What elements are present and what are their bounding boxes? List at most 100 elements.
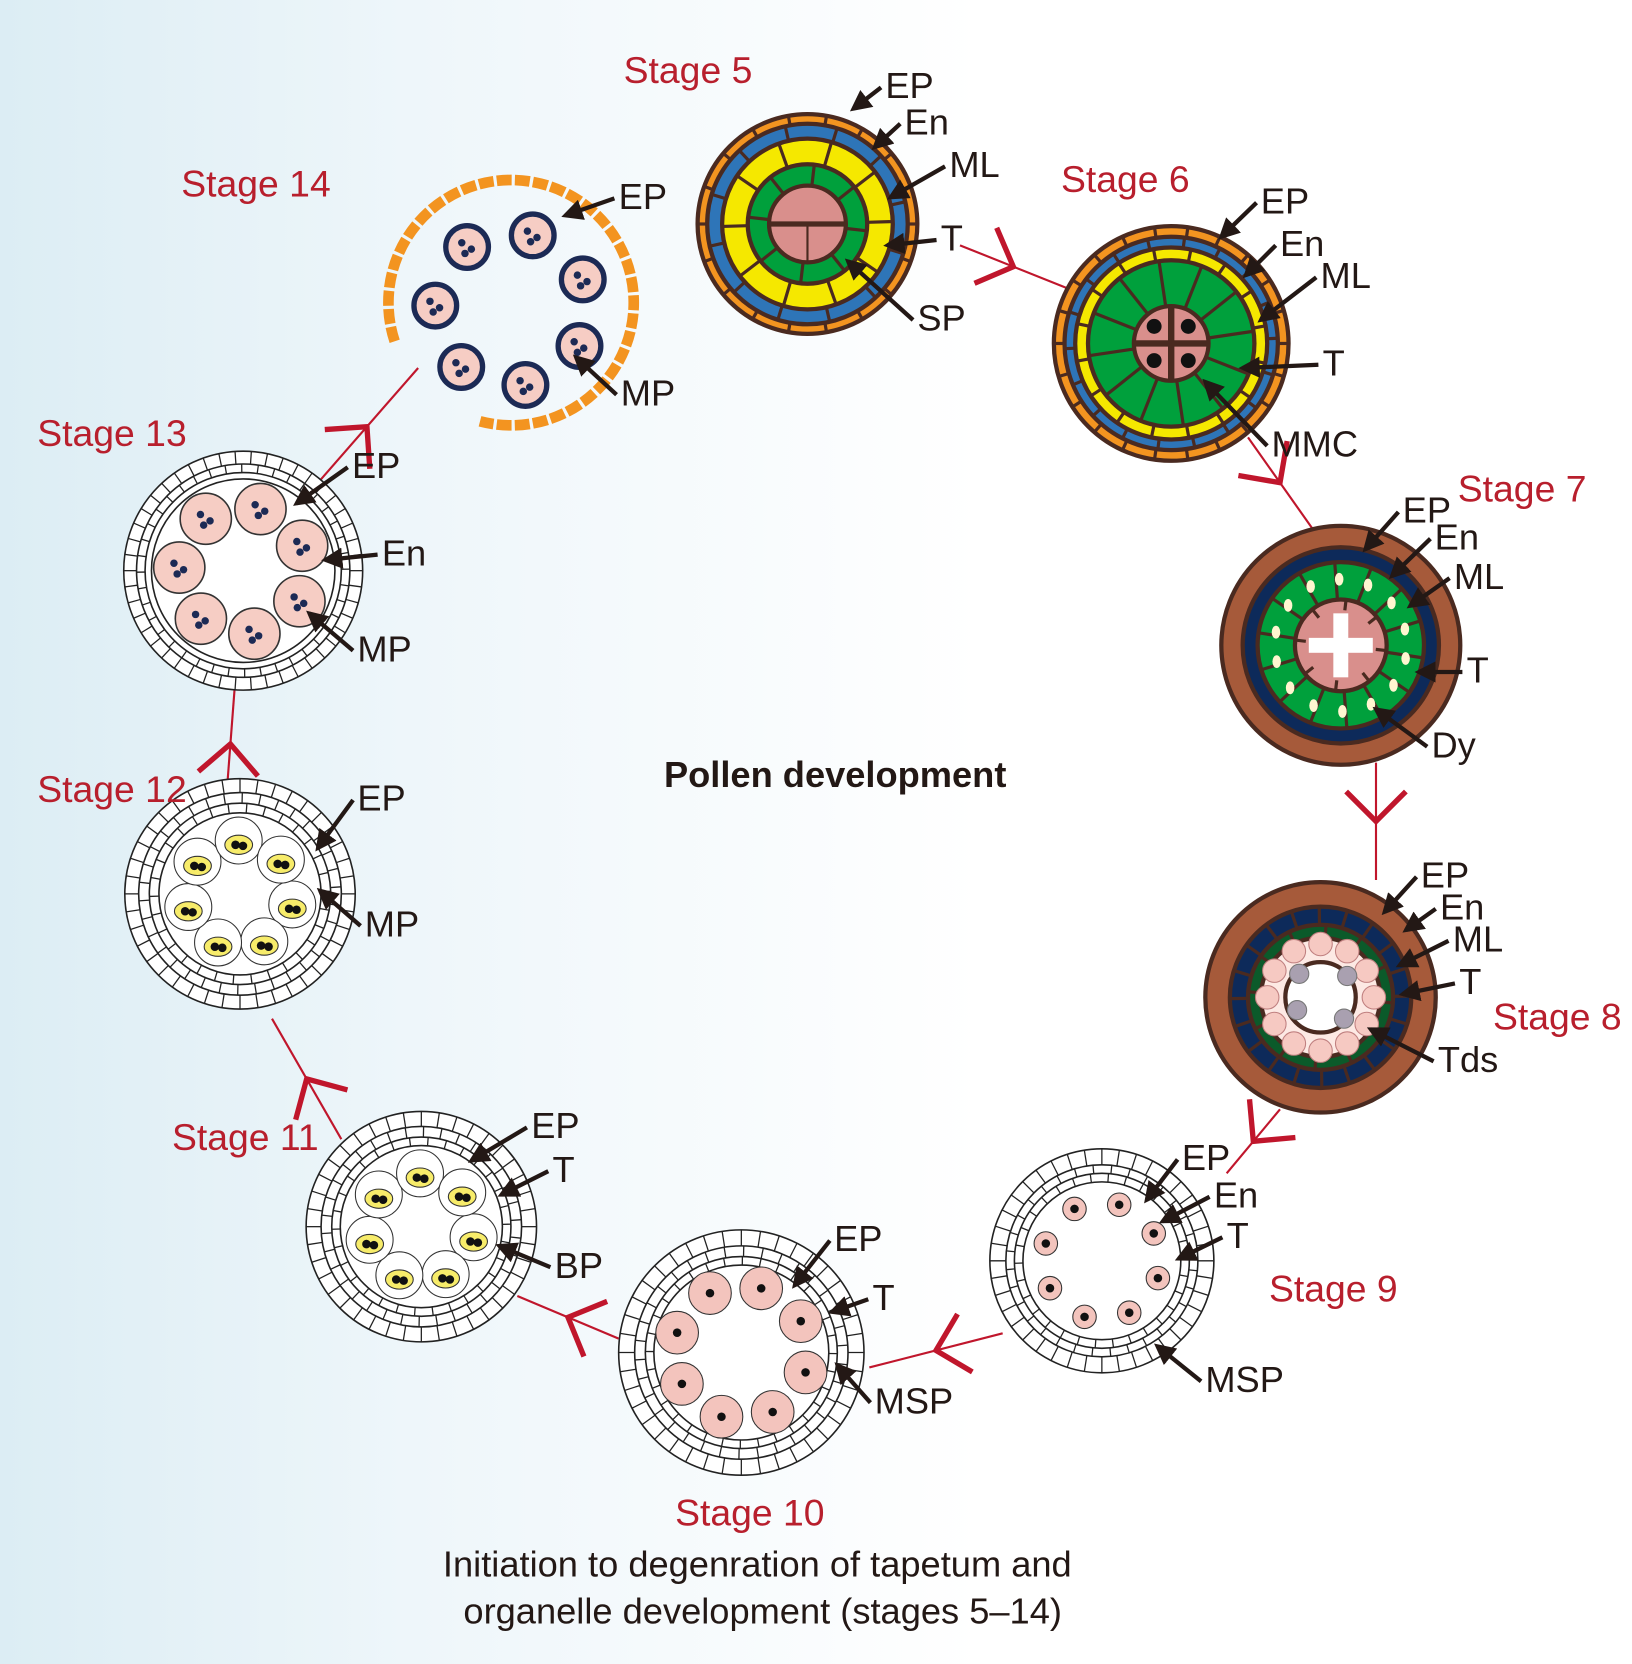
cell-wall <box>826 1369 836 1373</box>
cell-wall <box>353 1307 363 1321</box>
nucleus <box>573 271 582 279</box>
annotation-arrow <box>1174 1235 1224 1261</box>
nucleus <box>523 227 532 235</box>
cell-wall <box>1117 262 1128 275</box>
annotation-ep: EP <box>834 1218 882 1259</box>
nucleus <box>231 840 240 850</box>
cell-wall <box>1246 400 1258 410</box>
cell-wall <box>641 1414 656 1426</box>
annotation-arrow <box>1402 907 1437 933</box>
nucleus <box>452 358 460 367</box>
cell-wall <box>758 1258 762 1268</box>
cell-wall <box>274 799 280 811</box>
nucleus <box>462 1193 471 1203</box>
nucleus <box>583 277 591 286</box>
cell-wall <box>404 1127 408 1139</box>
cell-wall <box>288 808 296 819</box>
cell-wall <box>789 1447 798 1463</box>
cell-wall <box>221 993 225 1008</box>
cell-wall <box>647 1332 656 1336</box>
cell-wall <box>856 310 864 320</box>
cell-wall <box>202 457 209 471</box>
cell-wall <box>769 176 785 195</box>
nucleus <box>438 1274 447 1283</box>
cell-wall <box>133 612 146 619</box>
cell-wall <box>345 598 359 604</box>
cell-wall <box>823 322 829 333</box>
cell-wall <box>157 946 167 954</box>
cell-wall <box>867 219 893 224</box>
cell-wall <box>140 625 153 634</box>
nucleus <box>573 348 582 357</box>
cell-wall <box>347 1175 355 1182</box>
cell-wall <box>157 928 168 934</box>
cell-wall <box>141 538 150 543</box>
cell-wall <box>459 1147 465 1156</box>
cell-wall <box>124 584 138 588</box>
nucleus <box>466 1237 475 1246</box>
cell-wall <box>203 784 210 798</box>
cell-wall <box>180 955 188 964</box>
cell-wall <box>756 1447 760 1458</box>
cell-wall <box>1187 1303 1202 1313</box>
cycle-arrowhead <box>1344 789 1408 826</box>
cell-wall <box>661 1297 670 1304</box>
stage-label: Stage 8 <box>1493 995 1622 1037</box>
cell-wall <box>327 1285 341 1295</box>
cell-wall <box>171 800 181 813</box>
annotation-arrow <box>792 1239 832 1289</box>
cell-wall <box>250 974 253 984</box>
cell-wall <box>500 1240 510 1244</box>
cell-wall <box>685 1242 694 1258</box>
tapetum-nucleus <box>1283 598 1293 612</box>
annotation-t: T <box>553 1149 575 1190</box>
cell-wall <box>520 1208 536 1212</box>
cell-wall <box>304 472 313 484</box>
cell-wall <box>1138 1183 1145 1192</box>
cell-wall <box>1239 423 1250 434</box>
cell-wall <box>1169 1181 1182 1194</box>
cell-wall <box>329 520 338 526</box>
annotation-ep: EP <box>1182 1137 1230 1178</box>
cell-wall <box>1178 1301 1187 1308</box>
cell-wall <box>822 141 834 168</box>
cell-wall <box>757 1457 762 1474</box>
cell-wall <box>1215 412 1225 425</box>
cell-wall <box>685 1447 694 1463</box>
cell-wall <box>775 1263 780 1273</box>
cell-wall <box>1094 1339 1097 1349</box>
cell-wall <box>439 1128 443 1140</box>
cell-wall <box>842 1384 859 1392</box>
cell <box>1281 938 1307 964</box>
cell-wall <box>277 813 284 823</box>
cell-wall <box>146 952 159 963</box>
cell-wall <box>141 916 153 920</box>
nucleus <box>206 517 214 525</box>
cell-wall <box>1105 365 1143 397</box>
dyad-wall <box>1333 613 1349 678</box>
stage-label: Stage 12 <box>37 768 186 810</box>
nucleus <box>179 565 188 574</box>
cell-wall <box>1073 1168 1078 1178</box>
tetrad <box>1337 965 1358 987</box>
cell-wall <box>836 185 856 202</box>
cell-wall <box>321 1214 333 1218</box>
cell-wall <box>321 1232 332 1235</box>
mature-pollen <box>508 211 557 260</box>
cell-wall <box>315 648 326 659</box>
cell-wall <box>702 1453 709 1470</box>
cell-wall <box>319 935 330 942</box>
cell-wall <box>827 1334 836 1338</box>
cell-wall <box>1333 680 1339 692</box>
cell-wall <box>321 506 329 513</box>
cell-wall <box>654 1408 664 1416</box>
cell-wall <box>1185 1286 1194 1290</box>
cell-wall <box>447 1302 453 1312</box>
cell-wall <box>1089 1174 1093 1183</box>
annotation-arrow <box>1257 275 1318 323</box>
cell-wall <box>137 586 147 590</box>
cell-wall <box>161 482 171 494</box>
cell-wall <box>1093 311 1138 332</box>
cell-wall <box>285 971 292 982</box>
